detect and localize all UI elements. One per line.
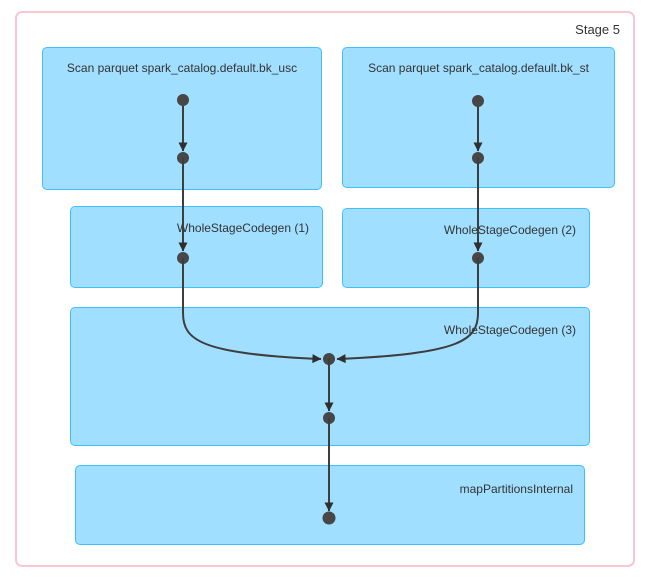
operator-dot[interactable] bbox=[323, 353, 335, 365]
cluster-wholestagecodegen-1: WholeStageCodegen (1) bbox=[70, 206, 323, 288]
operator-dot[interactable] bbox=[472, 152, 484, 164]
cluster-scan-parquet-bk-usc: Scan parquet spark_catalog.default.bk_us… bbox=[42, 47, 322, 190]
cluster-wholestagecodegen-2-label: WholeStageCodegen (2) bbox=[443, 223, 576, 237]
cluster-scan-parquet-bk-st: Scan parquet spark_catalog.default.bk_st bbox=[342, 47, 615, 188]
operator-dot[interactable] bbox=[472, 252, 484, 264]
cluster-wholestagecodegen-3: WholeStageCodegen (3) bbox=[70, 307, 590, 446]
stage-label: Stage 5 bbox=[575, 22, 620, 37]
cluster-scan-parquet-bk-st-label: Scan parquet spark_catalog.default.bk_st bbox=[368, 61, 589, 75]
cluster-mappartitionsinternal: mapPartitionsInternal bbox=[75, 465, 585, 545]
cluster-wholestagecodegen-3-label: WholeStageCodegen (3) bbox=[443, 323, 576, 337]
cluster-scan-parquet-bk-usc-label: Scan parquet spark_catalog.default.bk_us… bbox=[66, 61, 298, 75]
operator-dot[interactable] bbox=[322, 511, 336, 525]
operator-dot[interactable] bbox=[177, 252, 189, 264]
cluster-wholestagecodegen-1-label: WholeStageCodegen (1) bbox=[176, 221, 309, 235]
cluster-wholestagecodegen-2: WholeStageCodegen (2) bbox=[342, 208, 590, 288]
operator-dot[interactable] bbox=[177, 152, 189, 164]
operator-dot[interactable] bbox=[323, 412, 335, 424]
operator-dot[interactable] bbox=[177, 94, 189, 106]
operator-dot[interactable] bbox=[472, 95, 484, 107]
cluster-mappartitionsinternal-label: mapPartitionsInternal bbox=[459, 482, 573, 496]
